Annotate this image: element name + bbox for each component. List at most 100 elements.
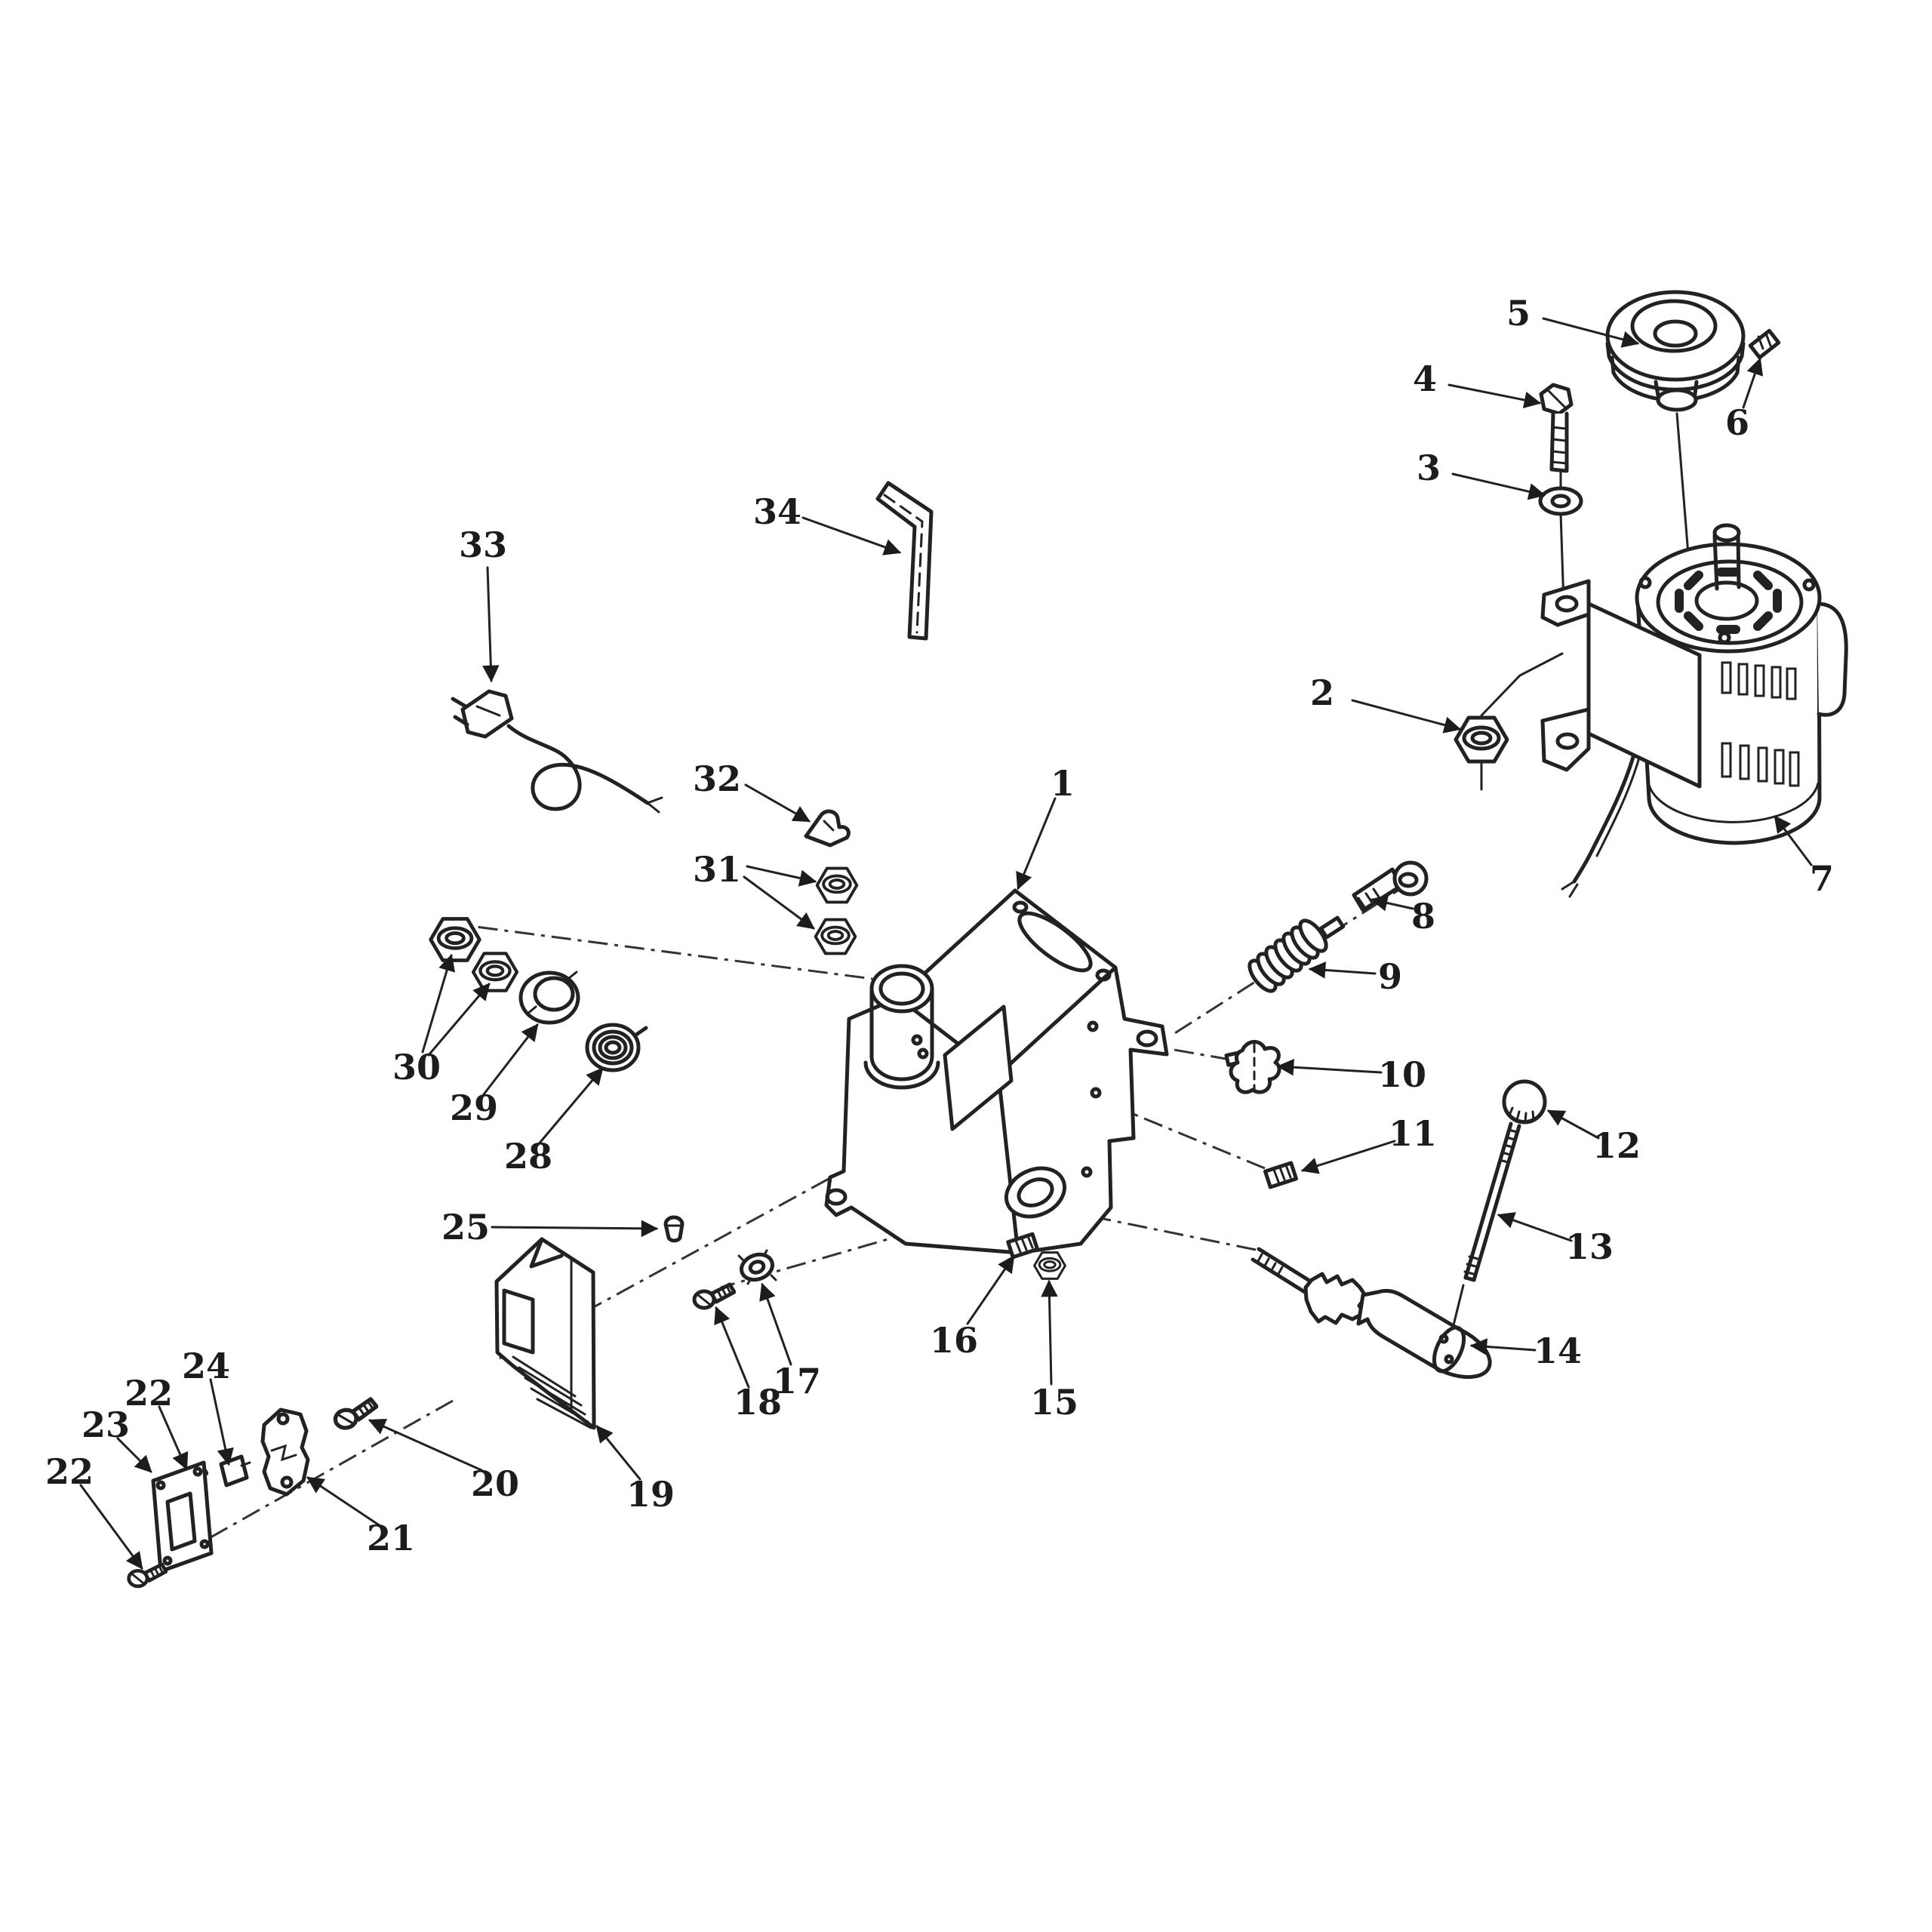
ball-knob bbox=[1502, 1079, 1547, 1124]
callout-label-30-28: 30 bbox=[392, 1047, 441, 1088]
leader-line-20 bbox=[368, 1418, 483, 1472]
leader-line-30 bbox=[421, 953, 456, 1054]
callout-label-10-9: 10 bbox=[1378, 1054, 1426, 1095]
motor-fan-vents bbox=[1675, 568, 1782, 634]
leader-line-9 bbox=[1308, 961, 1377, 979]
motor-bracket bbox=[1540, 579, 1702, 789]
callout-label-15-14: 15 bbox=[1030, 1382, 1078, 1423]
push-plug bbox=[663, 1215, 685, 1243]
motor-vent-slots bbox=[1721, 661, 1800, 787]
cord-clip bbox=[804, 809, 851, 848]
motor-pulley bbox=[1605, 290, 1746, 412]
leader-line-31 bbox=[746, 865, 817, 887]
leader-line-23 bbox=[116, 1437, 152, 1473]
leader-line-16 bbox=[966, 1255, 1015, 1325]
callout-label-9-8: 9 bbox=[1378, 956, 1402, 997]
leader-line-24 bbox=[209, 1378, 234, 1466]
callout-label-29-27: 29 bbox=[450, 1088, 498, 1128]
callout-label-19-18: 19 bbox=[626, 1474, 675, 1515]
motor-mount-bolt bbox=[1539, 383, 1574, 473]
leader-line-2 bbox=[1351, 699, 1462, 734]
leader-line-22 bbox=[158, 1405, 189, 1471]
leader-line-28 bbox=[536, 1067, 604, 1147]
front-screw bbox=[694, 1284, 734, 1308]
callout-label-22-23: 22 bbox=[45, 1451, 94, 1492]
callout-label-21-20: 21 bbox=[367, 1518, 415, 1558]
callout-label-22-21: 22 bbox=[125, 1373, 173, 1414]
leader-line-31 bbox=[743, 875, 815, 930]
leader-line-1 bbox=[1016, 797, 1057, 891]
leader-line-15 bbox=[1041, 1279, 1058, 1386]
callout-label-25-25: 25 bbox=[441, 1207, 490, 1247]
callout-label-17-16: 17 bbox=[773, 1361, 821, 1401]
leader-line-12 bbox=[1547, 1109, 1600, 1140]
callout-label-8-7: 8 bbox=[1411, 896, 1435, 937]
leader-line-13 bbox=[1497, 1212, 1573, 1242]
depth-stop-nut bbox=[1033, 1251, 1066, 1280]
callout-label-28-26: 28 bbox=[504, 1136, 552, 1177]
leader-line-33 bbox=[482, 566, 500, 683]
callout-label-2-1: 2 bbox=[1310, 672, 1334, 713]
callout-label-18-17: 18 bbox=[734, 1382, 782, 1423]
feed-handle-rod bbox=[1463, 1121, 1521, 1282]
callout-label-6-5: 6 bbox=[1725, 402, 1749, 443]
leader-line-18 bbox=[714, 1306, 750, 1389]
callout-label-31-29: 31 bbox=[693, 849, 741, 890]
guard-screw bbox=[334, 1398, 380, 1429]
callout-label-32-30: 32 bbox=[693, 758, 741, 799]
set-screw bbox=[1263, 1161, 1299, 1189]
leader-line-3 bbox=[1451, 472, 1546, 500]
leader-line-11 bbox=[1300, 1140, 1396, 1174]
leader-line-32 bbox=[744, 783, 811, 823]
switch-insulator bbox=[219, 1454, 251, 1487]
callout-label-14-13: 14 bbox=[1534, 1331, 1582, 1371]
callout-label-4-3: 4 bbox=[1413, 358, 1437, 399]
ratchet-handle bbox=[1251, 1247, 1492, 1380]
callout-label-16-15: 16 bbox=[930, 1320, 978, 1361]
leader-line-22 bbox=[79, 1484, 143, 1570]
callout-label-12-11: 12 bbox=[1592, 1125, 1641, 1166]
leader-line-29 bbox=[482, 1023, 539, 1096]
callout-label-24-24: 24 bbox=[182, 1346, 230, 1386]
callout-label-5-4: 5 bbox=[1506, 293, 1531, 334]
callout-label-20-19: 20 bbox=[471, 1463, 519, 1504]
leader-line-19 bbox=[595, 1425, 641, 1481]
leader-line-5 bbox=[1542, 317, 1640, 348]
leader-line-4 bbox=[1447, 383, 1542, 409]
callout-label-3-2: 3 bbox=[1417, 448, 1441, 488]
belt-guard bbox=[494, 1237, 596, 1430]
leader-line-6 bbox=[1742, 357, 1764, 409]
wing-knob bbox=[1224, 1040, 1281, 1094]
allen-wrench bbox=[875, 481, 934, 641]
motor-mount-washer bbox=[1538, 486, 1583, 516]
main-body-casting bbox=[824, 888, 1169, 1255]
motor-mount-nut bbox=[1456, 718, 1507, 761]
leader-line-21 bbox=[306, 1476, 382, 1527]
leader-line-17 bbox=[759, 1282, 792, 1366]
compression-spring bbox=[1247, 918, 1328, 993]
switch-screw-lower bbox=[129, 1564, 166, 1586]
depth-set-screw bbox=[1006, 1232, 1040, 1260]
callout-label-11-10: 11 bbox=[1389, 1113, 1437, 1154]
leader-line-34 bbox=[801, 516, 902, 555]
callout-label-23-22: 23 bbox=[82, 1404, 130, 1445]
spring-washer bbox=[585, 1023, 648, 1072]
leader-line-25 bbox=[491, 1220, 659, 1238]
clamp-bolt bbox=[1318, 860, 1429, 940]
power-cord bbox=[451, 689, 663, 814]
leader-line-7 bbox=[1774, 815, 1813, 866]
leader-line-30 bbox=[427, 983, 491, 1057]
leader-line-8 bbox=[1370, 894, 1414, 912]
bearing-retainer-ring bbox=[518, 971, 580, 1025]
pulley-set-screw bbox=[1748, 328, 1781, 360]
callout-label-13-12: 13 bbox=[1565, 1226, 1614, 1267]
leader-line-10 bbox=[1276, 1058, 1383, 1076]
callout-label-34-32: 34 bbox=[753, 491, 801, 532]
callout-label-7-6: 7 bbox=[1810, 858, 1834, 899]
leader-line-14 bbox=[1469, 1338, 1537, 1355]
callout-label-1-0: 1 bbox=[1051, 763, 1075, 804]
locknut-pair bbox=[814, 866, 859, 955]
